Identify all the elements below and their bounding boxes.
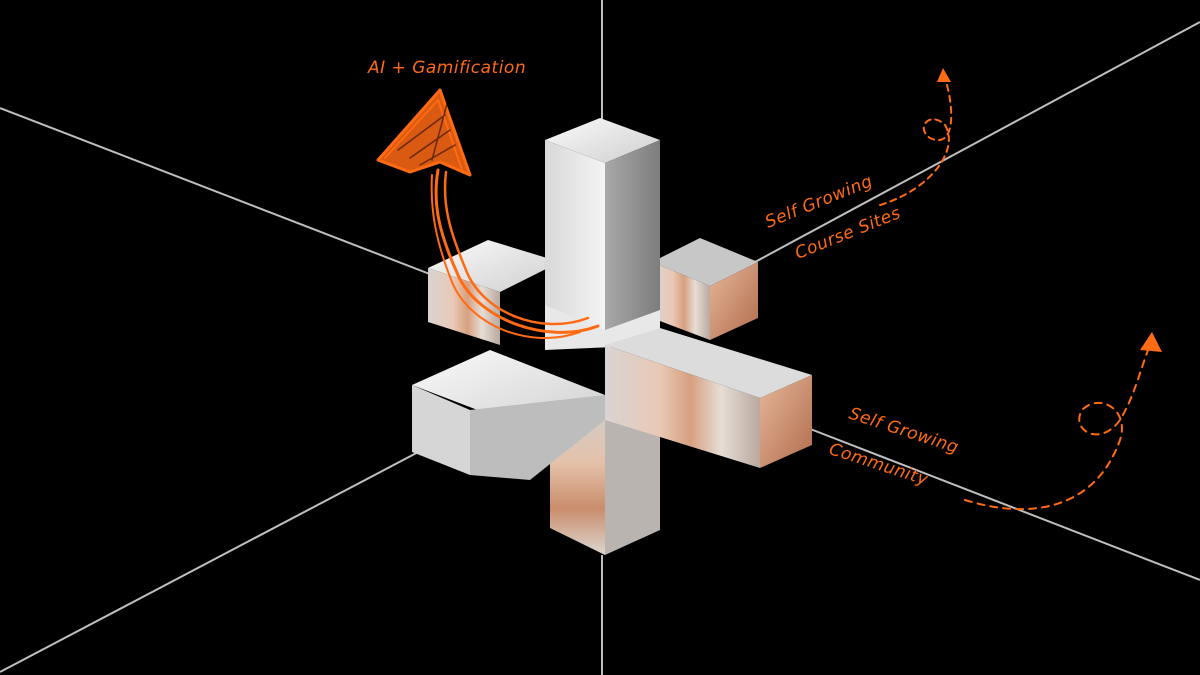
arm-front-left-side [470,395,605,480]
arm-bottom-right [605,400,660,555]
axis-line-right-back [754,21,1200,263]
arrowhead-community-icon [1140,332,1162,352]
arm-top-top [545,118,660,163]
label-community-line2: Community [826,439,930,490]
sketched-arrow-up-icon [376,88,600,340]
label-community: Self Growing Community [826,404,961,491]
arm-front-right-top [605,328,812,398]
label-ai-gamification: AI + Gamification [367,58,526,78]
label-course-sites: Self Growing Course Sites [762,171,903,263]
arm-front-right-front [605,345,760,468]
axis-line-left-front [0,437,446,673]
axis-line-right-front [799,424,1200,581]
arm-back-right-top [652,238,758,286]
arm-top-left [545,140,605,330]
dashed-loop-arrow-course [879,77,953,206]
arm-back-right-front [652,262,710,340]
arm-back-right-end [710,262,758,340]
arm-front-right-end [760,375,812,468]
arrowhead-course-icon [937,68,951,82]
dashed-loop-arrow-community [964,344,1151,511]
arm-front-left-end [412,385,470,475]
arm-top-right [605,140,660,330]
arm-back-left-front [428,268,500,345]
axis-line-left-back [0,107,441,279]
metal-cross [412,118,812,555]
